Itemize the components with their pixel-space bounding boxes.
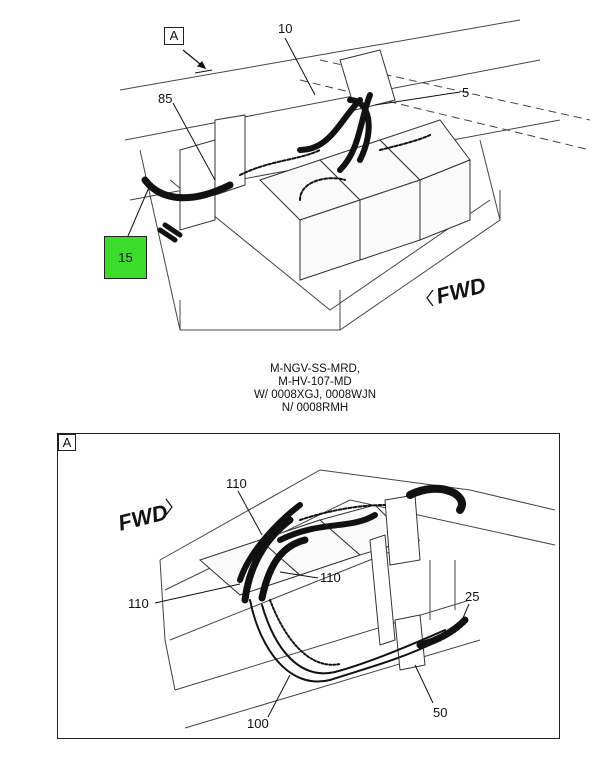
caption-line-1: M-NGV-SS-MRD, <box>269 363 361 375</box>
callout-10: 10 <box>278 21 293 36</box>
callout-25: 25 <box>465 589 480 604</box>
top-battery-boxes <box>259 119 471 281</box>
detail-frame <box>159 469 556 729</box>
detail-view-marker: A <box>58 434 76 451</box>
detail-cables <box>237 484 469 683</box>
caption-line-3: W/ 0008XGJ, 0008WJN <box>253 389 377 401</box>
detail-fwd-arrow <box>165 498 173 516</box>
callout-110-left: 110 <box>128 596 149 611</box>
callout-5: 5 <box>462 85 470 100</box>
callout-100: 100 <box>247 716 269 731</box>
callout-50: 50 <box>433 705 448 720</box>
caption-line-2: M-HV-107-MD <box>278 376 352 388</box>
detail-leader-lines <box>154 490 470 718</box>
callout-15-highlight[interactable]: 15 <box>104 236 147 279</box>
detail-bracket <box>369 494 426 671</box>
top-fwd-arrow <box>426 289 434 307</box>
applicability-caption: M-NGV-SS-MRD, M-HV-107-MD W/ 0008XGJ, 00… <box>205 363 425 415</box>
callout-85: 85 <box>158 91 173 106</box>
top-arrow <box>182 49 207 69</box>
caption-line-4: N/ 0008RMH <box>281 402 349 414</box>
detail-border <box>57 433 560 739</box>
top-cables <box>141 92 431 243</box>
callout-15: 15 <box>118 250 133 265</box>
callout-110-top: 110 <box>226 476 247 491</box>
callout-110-right: 110 <box>320 570 341 585</box>
top-brackets <box>179 49 396 231</box>
top-leader-lines <box>127 37 461 237</box>
top-view-marker[interactable]: A <box>164 27 184 45</box>
